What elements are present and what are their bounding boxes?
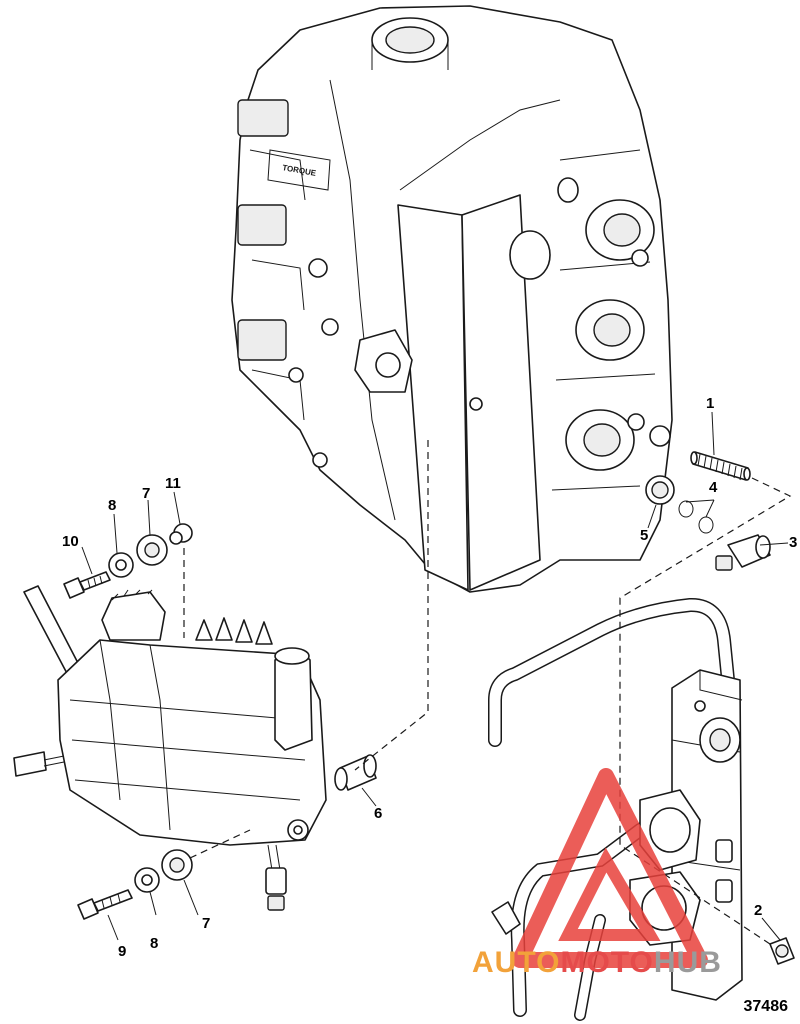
watermark-part-hub: HUB <box>653 946 722 979</box>
upper-mount-hardware <box>63 523 193 599</box>
callout-8-lower: 8 <box>150 935 159 952</box>
watermark-text: AUTOMOTOHUB <box>472 946 722 980</box>
callout-9: 9 <box>118 943 127 960</box>
ignition-module <box>13 585 327 911</box>
engine-block: TORQUE <box>231 5 673 593</box>
leader-lines <box>81 411 789 941</box>
o-ring-parts <box>678 500 714 534</box>
temperature-sensor <box>715 534 771 571</box>
callout-6: 6 <box>374 805 383 822</box>
watermark-part-auto: AUTO <box>472 946 561 979</box>
callout-11: 11 <box>165 475 181 492</box>
assembly-lines <box>183 440 792 945</box>
callout-7-upper: 7 <box>142 485 151 502</box>
callout-1: 1 <box>706 395 715 412</box>
watermark-logo <box>512 768 708 968</box>
lower-mount-hardware <box>77 849 193 920</box>
figure-number: 37486 <box>743 998 789 1015</box>
callout-5: 5 <box>640 527 649 544</box>
callout-3: 3 <box>789 534 798 551</box>
callout-10: 10 <box>62 533 79 550</box>
spacer-part <box>334 754 377 791</box>
callout-4: 4 <box>709 479 718 496</box>
grommet-part <box>645 475 675 505</box>
callout-8-upper: 8 <box>108 497 117 514</box>
stud-part <box>690 451 751 481</box>
callout-2: 2 <box>754 902 763 919</box>
callout-7-lower: 7 <box>202 915 211 932</box>
watermark-part-moto: MOTO <box>560 946 654 979</box>
